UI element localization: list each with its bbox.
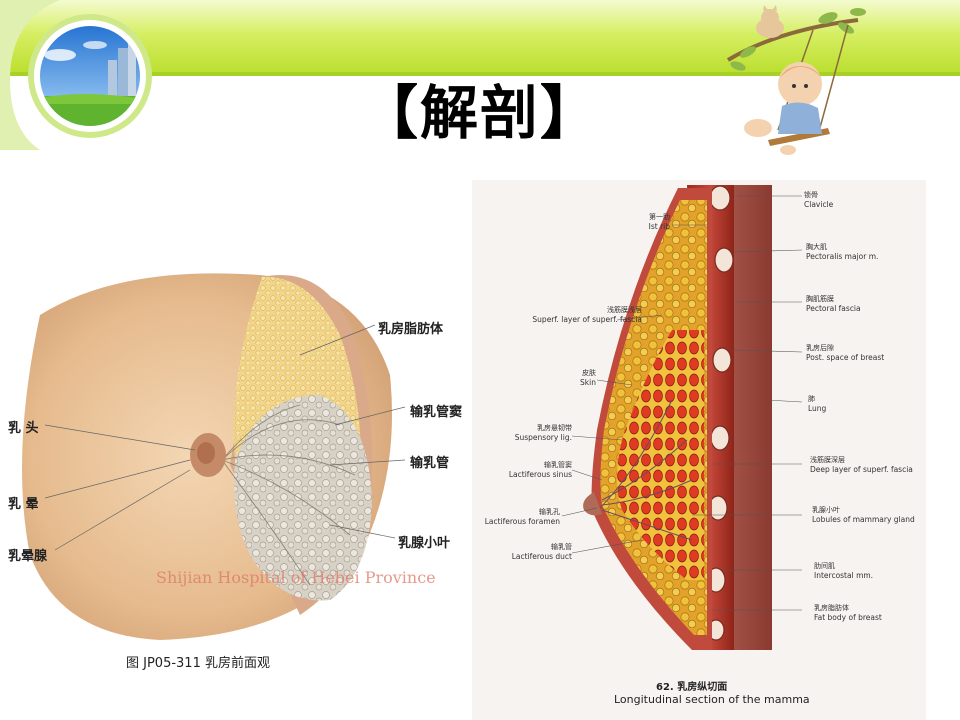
label-lactiferous-sinus: 输乳管窦 [410,405,463,420]
left-figure-caption: 图 JP05-311 乳房前面观 [126,656,270,671]
label-superf-layer-fascia: 浅筋膜浅层 Superf. layer of superf. fascia [532,306,642,324]
label-lactiferous-duct: 输乳管 [410,456,450,471]
label-lactiferous-foramen: 输乳孔 Lactiferous foramen [484,508,560,526]
label-lobule: 乳腺小叶 [398,536,451,551]
breast-anterior-view-illustration [22,273,406,640]
label-fat-body-breast: 乳房脂肪体 Fat body of breast [814,604,882,622]
label-nipple: 乳 头 [8,421,39,436]
label-areolar-gland: 乳晕腺 [8,549,48,564]
label-first-rib: 第一肋 Ist rib [648,213,670,231]
label-intercostal: 肋间肌 Intercostal mm. [814,562,874,580]
label-deep-layer-fascia: 浅筋膜深层 Deep layer of superf. fascia [810,456,913,474]
landscape-logo [0,0,152,150]
label-post-space: 乳房后隙 Post. space of breast [806,344,885,362]
label-right-lactiferous-duct: 输乳管 Lactiferous duct [511,543,572,561]
right-figure-caption-cn: 62. 乳房纵切面 [656,682,728,693]
header-banner [0,0,960,76]
label-areola: 乳 晕 [8,497,39,512]
cartoon-swing-decoration [726,5,866,155]
label-lung: 肺 Lung [808,395,827,413]
label-clavicle: 锁骨 Clavicle [804,191,834,209]
label-suspensory-lig: 乳房悬韧带 Suspensory lig. [514,424,572,442]
label-pectoral-fascia: 胸肌筋膜 Pectoral fascia [806,295,861,313]
label-pectoralis-major: 胸大肌 Pectoralis major m. [806,243,879,261]
hospital-watermark: Shijian Hospital of Hebei Province [156,568,436,587]
breast-longitudinal-section-illustration [472,180,926,720]
label-right-lactiferous-sinus: 输乳管窦 Lactiferous sinus [508,461,572,479]
label-fat-body: 乳房脂肪体 [378,322,444,337]
right-figure-caption-en: Longitudinal section of the mamma [614,693,810,706]
slide-title: 【解剖】 [359,79,600,147]
label-skin: 皮肤 Skin [580,369,596,387]
label-lobules-mammary-gland: 乳腺小叶 Lobules of mammary gland [812,506,915,524]
